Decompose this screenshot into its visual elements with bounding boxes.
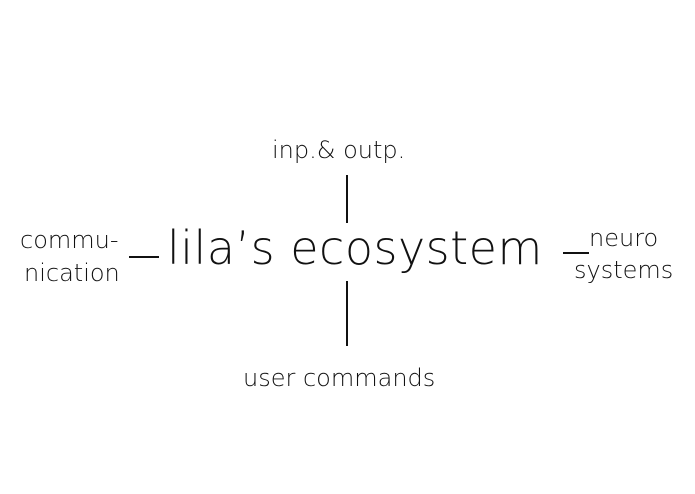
top-connector-line [346, 175, 348, 223]
right-node-label: neuro systems [574, 222, 673, 286]
top-node-label: inp.& outp. [272, 136, 406, 164]
left-connector-line [129, 256, 159, 258]
bottom-node-label: user commands [243, 364, 436, 392]
left-node-label: commu- nication [20, 224, 120, 290]
right-connector-line [563, 252, 589, 254]
left-node-line2: nication [24, 259, 120, 287]
center-node-title: lila’s ecosystem [167, 221, 543, 275]
bottom-connector-line [346, 281, 348, 346]
left-node-line1: commu- [20, 226, 119, 254]
right-node-line2: systems [574, 256, 674, 284]
right-node-line1: neuro [589, 224, 659, 252]
